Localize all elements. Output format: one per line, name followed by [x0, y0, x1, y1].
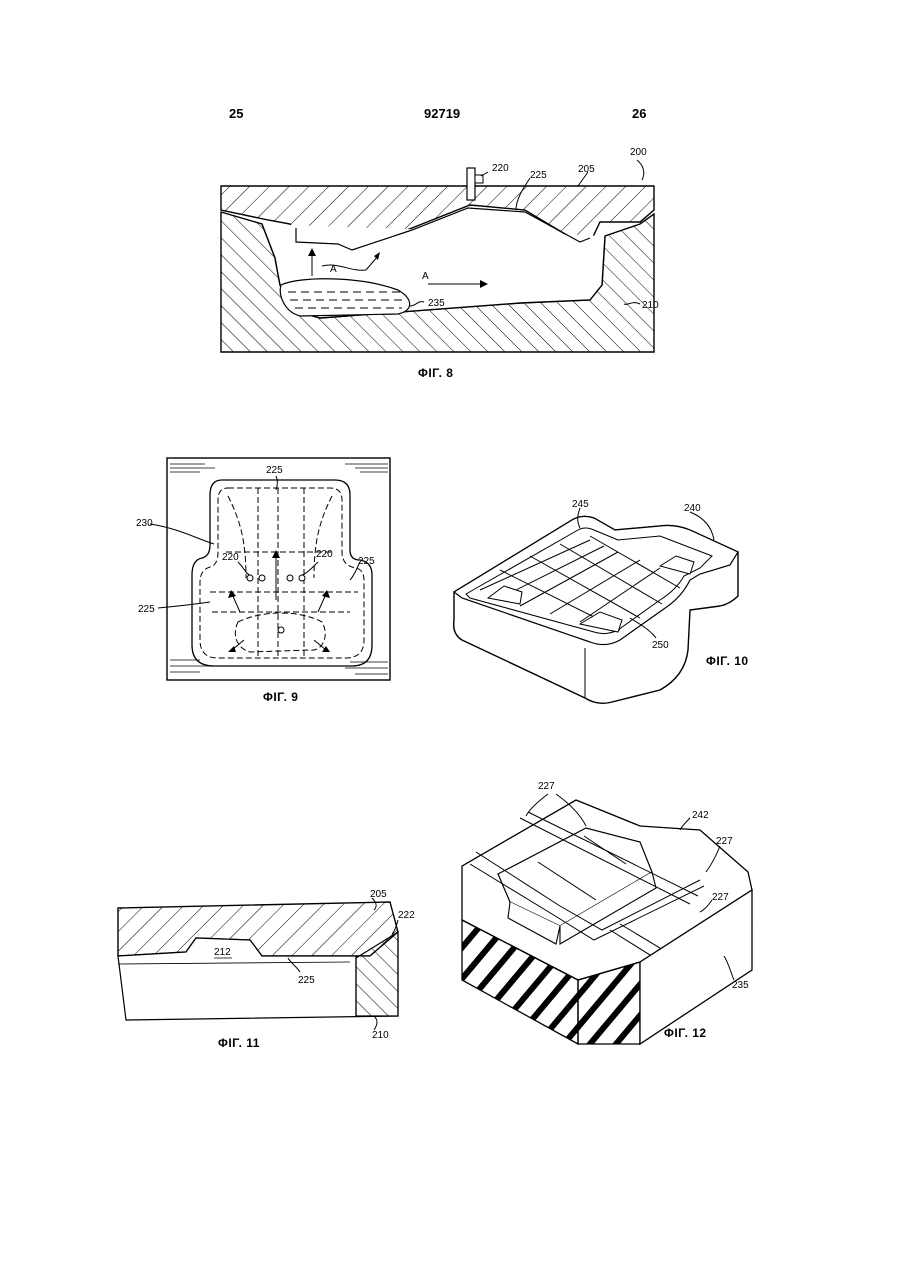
- ref-227-top: 227: [538, 781, 555, 792]
- ref-235: 235: [732, 980, 749, 991]
- ref-227-right: 227: [716, 836, 733, 847]
- ref-242: 242: [692, 810, 709, 821]
- ref-227-mid: 227: [712, 892, 729, 903]
- figure-12-caption: ΦΙΓ. 12: [664, 1026, 707, 1040]
